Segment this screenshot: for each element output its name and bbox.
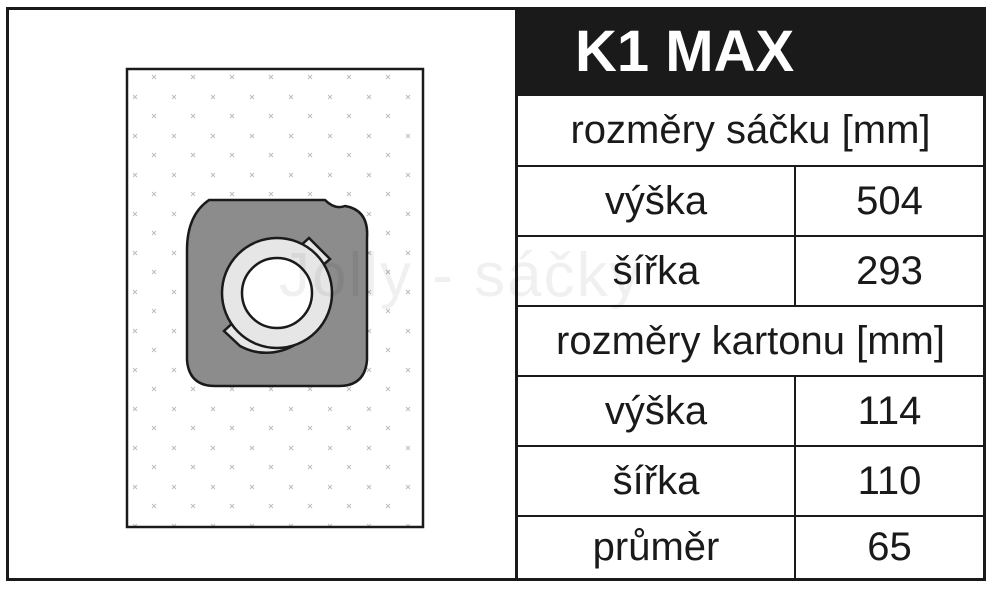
row-value: 65 [867,525,912,569]
table-row: výška 504 [518,165,983,235]
section-heading-bag: rozměry sáčku [mm] [518,94,983,165]
table-row: průměr 65 [518,515,983,578]
section-heading-label: rozměry sáčku [mm] [570,108,931,152]
row-value: 110 [857,458,922,503]
bag-illustration-panel: Jolly - sáčky [9,10,641,578]
row-label: výška [518,377,796,445]
table-row: šířka 110 [518,445,983,515]
vacuum-bag-icon [125,67,425,529]
table-row: šířka 293 [518,235,983,305]
row-value: 504 [856,178,923,223]
section-heading-carton: rozměry kartonu [mm] [518,305,983,375]
spec-table: K1 MAX rozměry sáčku [mm] výška 504 šířk… [518,10,983,578]
row-label: výška [518,167,796,235]
row-value: 293 [856,248,923,293]
product-card: Jolly - sáčky K1 MAX rozměry sáčku [mm] … [6,7,986,581]
product-title: K1 MAX [575,19,795,84]
row-label: šířka [518,237,796,305]
title-bar: K1 MAX [518,10,983,94]
table-row: výška 114 [518,375,983,445]
row-label: šířka [518,447,796,515]
row-label: průměr [518,517,796,578]
watermark-text: Jolly - sáčky [279,241,643,310]
section-heading-label: rozměry kartonu [mm] [556,318,945,363]
bag-ring [220,236,334,354]
row-value: 114 [857,388,922,433]
